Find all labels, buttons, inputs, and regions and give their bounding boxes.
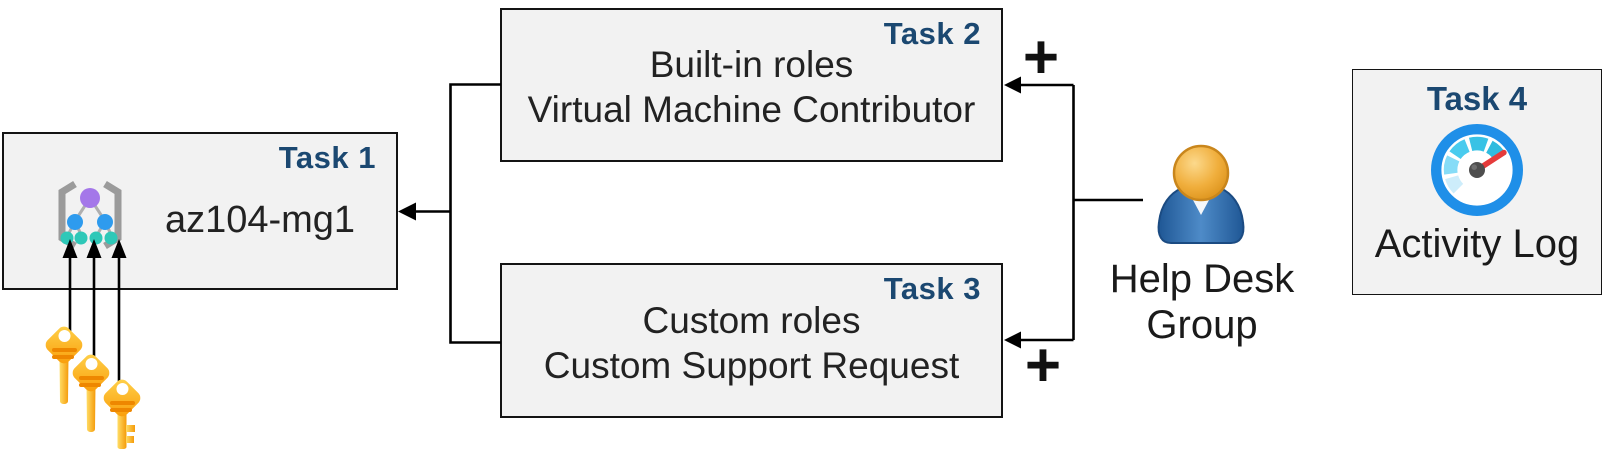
actor-label-line2: Group (1146, 303, 1258, 347)
management-group-icon (58, 181, 122, 249)
plus-icon-task2: + (1022, 23, 1060, 92)
task4-box: Task 4 Activity Log (1352, 69, 1602, 295)
task1-box: Task 1 az104-mg1 (2, 132, 398, 290)
management-group-name: az104-mg1 (164, 199, 356, 241)
task2-line1: Built-in roles (649, 44, 854, 85)
task4-label: Task 4 (1426, 80, 1528, 117)
task2-label: Task 2 (883, 16, 981, 51)
task3-line2: Custom Support Request (543, 345, 960, 386)
user-person-icon (1157, 144, 1245, 244)
task4-title: Activity Log (1374, 222, 1580, 266)
task3-line1: Custom roles (642, 300, 861, 341)
key-3 (103, 379, 141, 449)
key-2 (72, 354, 110, 432)
plus-icon-task3: + (1024, 331, 1062, 400)
task3-box: Task 3 Custom roles Custom Support Reque… (500, 263, 1003, 418)
task1-label: Task 1 (278, 140, 376, 175)
gauge-speedometer-icon (1431, 124, 1523, 216)
key-icon (45, 326, 141, 449)
actor-label-line1: Help Desk (1109, 257, 1295, 301)
task3-label: Task 3 (883, 271, 981, 306)
actor-label: Help Desk Group (1105, 256, 1299, 348)
task2-box: Task 2 Built-in roles Virtual Machine Co… (500, 8, 1003, 162)
key-1 (45, 326, 83, 404)
task2-line2: Virtual Machine Contributor (527, 89, 976, 130)
